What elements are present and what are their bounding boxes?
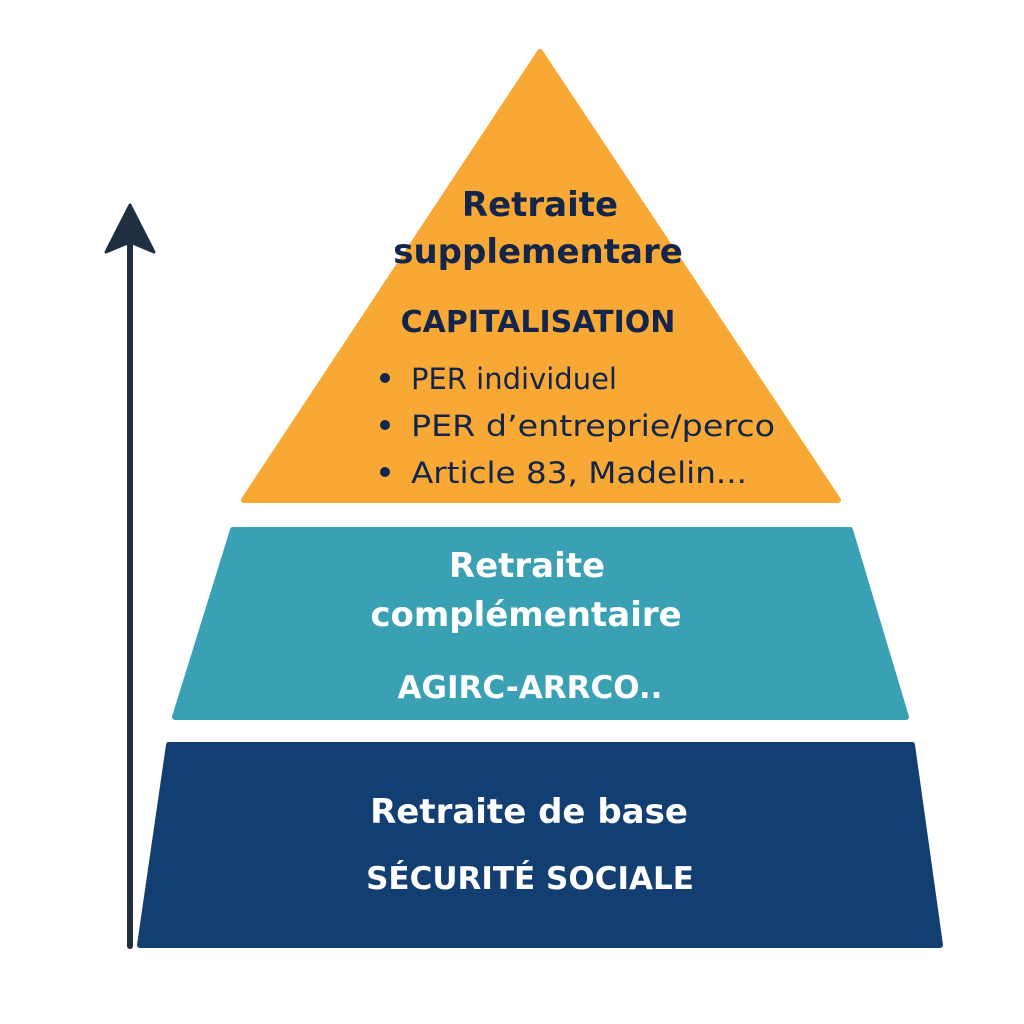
top-triangle xyxy=(241,49,841,503)
top-bullet-3: Article 83, Madelin... xyxy=(411,456,747,490)
tier-base: Retraite de base SÉCURITÉ SOCIALE xyxy=(137,742,943,948)
middle-subtitle: AGIRC-ARRCO.. xyxy=(398,670,663,706)
middle-title-line2: complémentaire xyxy=(370,595,681,635)
bullet-icon xyxy=(380,467,390,477)
top-title-line1: Retraite xyxy=(462,185,618,225)
middle-trapezoid xyxy=(172,527,909,720)
bottom-trapezoid xyxy=(137,742,943,948)
bullet-icon xyxy=(380,373,390,383)
middle-title-line1: Retraite xyxy=(449,546,605,586)
up-arrow-icon xyxy=(104,203,156,949)
bottom-title: Retraite de base xyxy=(370,792,688,832)
top-title-line2: supplementare xyxy=(393,232,683,272)
bullet-icon xyxy=(380,420,390,430)
top-bullet-2: PER d’entreprie/perco xyxy=(411,409,775,443)
top-subtitle: CAPITALISATION xyxy=(401,305,676,340)
bottom-subtitle: SÉCURITÉ SOCIALE xyxy=(366,861,694,897)
tier-supplementary: Retraite supplementare CAPITALISATION PE… xyxy=(241,49,841,503)
tier-complementary: Retraite complémentaire AGIRC-ARRCO.. xyxy=(172,527,909,720)
top-bullet-1: PER individuel xyxy=(411,362,617,396)
